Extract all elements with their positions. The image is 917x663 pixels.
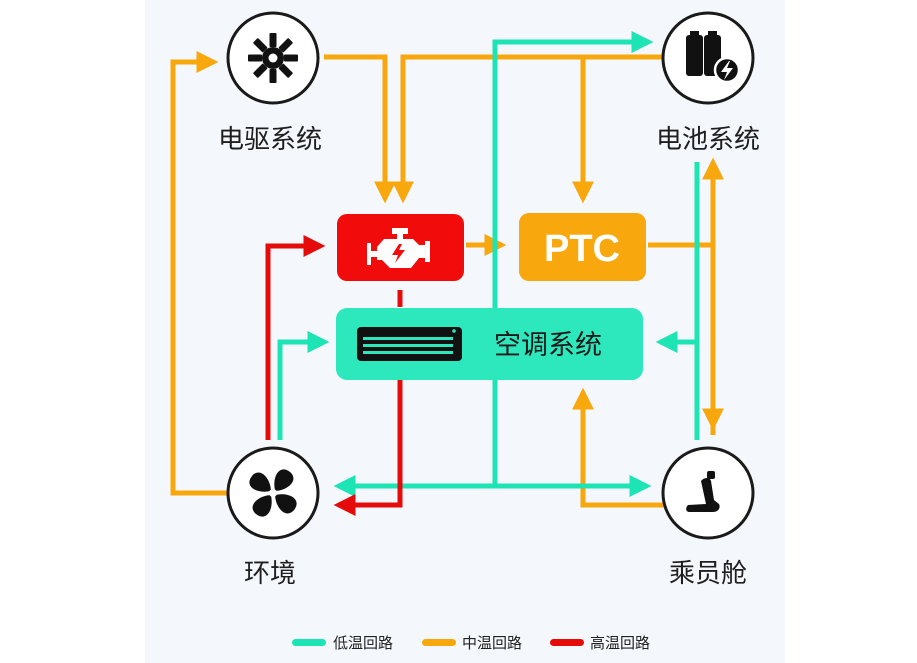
motor-node <box>226 11 320 105</box>
svg-text:中温回路: 中温回路 <box>462 634 522 652</box>
environment-node <box>226 446 320 540</box>
flow-battery-to-engine <box>391 54 664 204</box>
engine-block <box>337 214 464 281</box>
battery-label: 电池系统 <box>656 125 760 155</box>
ptc-box <box>519 213 646 281</box>
ac-label: 空调系统 <box>494 330 602 361</box>
ac-block: 空调系统 <box>336 308 643 380</box>
svg-text:高温回路: 高温回路 <box>590 634 650 652</box>
motor-label: 电驱系统 <box>218 125 322 155</box>
high-temp-loop <box>265 234 403 505</box>
cabin-label: 乘员舱 <box>669 559 747 589</box>
car-seat-icon <box>686 471 720 512</box>
cabin-node <box>661 446 755 540</box>
legend: 低温回路 中温回路 高温回路 <box>292 634 650 652</box>
legend-item-low: 低温回路 <box>292 634 393 652</box>
engine-icon <box>367 228 430 268</box>
flow-engine-to-env <box>338 290 403 505</box>
battery-node <box>661 11 755 105</box>
legend-item-high: 高温回路 <box>550 634 650 652</box>
fan-icon <box>249 469 297 517</box>
flow-motor-to-engine <box>324 54 397 204</box>
environment-label: 环境 <box>244 559 296 589</box>
flow-env-to-engine <box>265 234 326 440</box>
motor-gear-icon <box>248 33 298 83</box>
ptc-block: PTC <box>519 213 646 281</box>
flow-battery-to-ac <box>655 162 700 354</box>
legend-item-mid: 中温回路 <box>422 634 522 652</box>
air-conditioner-icon <box>357 327 462 361</box>
flow-env-to-motor <box>170 50 228 496</box>
mid-temp-loop <box>170 50 725 508</box>
ptc-label: PTC <box>544 228 620 270</box>
flow-env-to-ac <box>277 330 330 440</box>
flow-cabin-to-ac <box>571 387 664 508</box>
ac-box <box>336 308 643 380</box>
svg-text:低温回路: 低温回路 <box>333 634 393 652</box>
battery-lightning-icon <box>686 31 741 84</box>
